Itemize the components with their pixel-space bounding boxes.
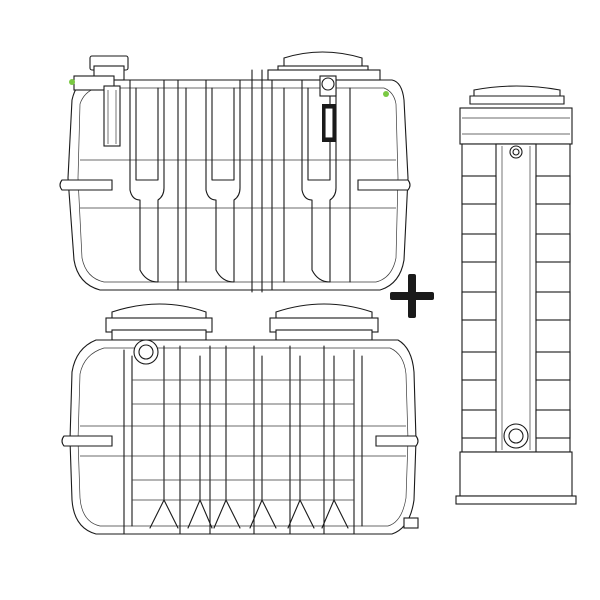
column-tank-right-blocks [535,175,571,439]
lower-tank-lid-right [269,303,379,341]
upper-tank-access-lid [267,51,389,142]
column-tank-collar [459,107,573,145]
lower-tank-right-handle [375,435,419,447]
lower-tank-left-handle [61,435,113,447]
lower-tank-ribs [123,345,363,535]
lower-tank-body [69,339,417,535]
upper-tank-inner-outline [77,87,399,283]
column-tank-cap [469,95,565,105]
lower-tank-lid-left [105,303,213,341]
plus-icon [390,274,434,318]
column-tank-left-blocks [461,175,497,439]
upper-tank-left-band [59,179,113,191]
upper-tank [59,51,411,293]
column-tank [455,85,577,505]
upper-tank-inlet [69,55,129,147]
lower-tank-inlet-port [133,339,159,365]
upper-tank-right-band [357,179,411,191]
green-marker-right [383,91,389,97]
lower-tank [61,303,419,535]
lower-tank-outlet [403,517,419,529]
column-tank-base [459,451,573,497]
green-marker-left [69,79,75,85]
